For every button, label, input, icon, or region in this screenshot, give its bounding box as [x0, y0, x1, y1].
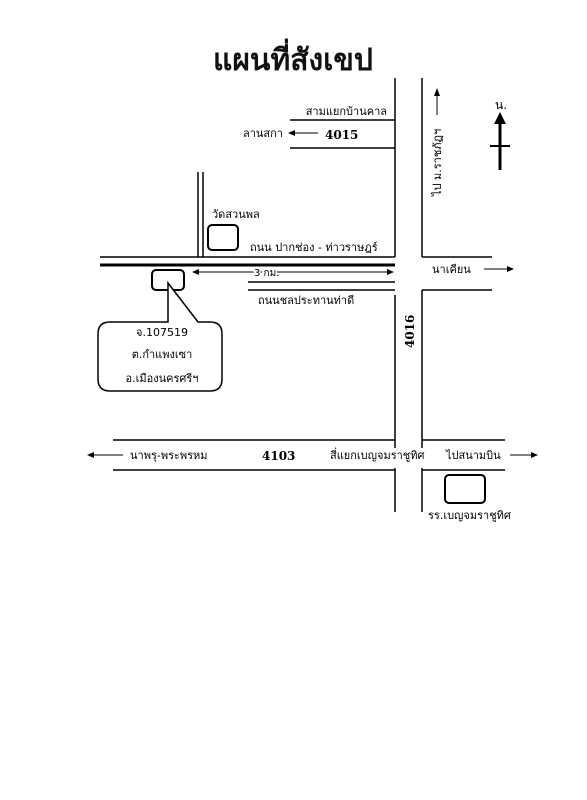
label-route-4103: 4103 — [262, 449, 295, 463]
label-lan-saka: ลานสกา — [243, 127, 283, 140]
wat-suan-phon-building — [207, 224, 239, 251]
label-wat-suan-phon: วัดสวนพล — [212, 208, 260, 221]
label-na-khian: นาเคียน — [432, 263, 471, 276]
road-wat-suan-phon — [197, 172, 204, 257]
arrow-na-khian-icon — [484, 266, 514, 272]
road-4016 — [394, 78, 423, 512]
label-school: รร.เบญจมราชูทิศ — [428, 509, 511, 522]
label-sam-yaek-ban-khal: สามแยกบ้านคาล — [306, 105, 387, 118]
arrow-airport-icon — [510, 452, 538, 458]
road-4103 — [113, 439, 505, 471]
north-arrow-icon — [490, 112, 510, 170]
road-na-khian — [422, 256, 492, 291]
label-distance-3km: 3 กม. — [254, 268, 279, 279]
label-to-ratchakut: ไป ม.ราชภัฏฯ — [431, 129, 444, 197]
arrow-lan-saka-icon — [288, 130, 318, 136]
arrow-ratchakut-icon — [434, 88, 440, 115]
school-building — [444, 474, 486, 504]
label-route-4015: 4015 — [325, 128, 358, 142]
callout-line2: ต.กำแพงเซา — [132, 348, 193, 361]
label-road-chonprathan: ถนนชลประทานท่าดี — [258, 294, 354, 307]
arrow-distance-icon — [192, 269, 394, 275]
road-4015 — [290, 119, 395, 149]
location-callout — [97, 280, 223, 392]
road-pak-chong — [100, 256, 395, 291]
callout-line1: จ.107519 — [136, 326, 188, 339]
label-na-phru: นาพรุ-พระพรหม — [130, 449, 208, 462]
label-road-pak-chong: ถนน ปากช่อง - ท่าวราษฎร์ — [250, 241, 378, 254]
label-to-airport: ไปสนามบิน — [445, 449, 501, 462]
label-si-yaek: สี่แยกเบญจมราชูทิศ — [330, 447, 425, 462]
map-title: แผนที่สังเขป — [213, 38, 373, 78]
callout-line3: อ.เมืองนครศรีฯ — [126, 372, 199, 385]
arrow-na-phru-icon — [87, 452, 123, 458]
label-route-4016: 4016 — [403, 315, 417, 348]
north-label: น. — [495, 98, 507, 112]
